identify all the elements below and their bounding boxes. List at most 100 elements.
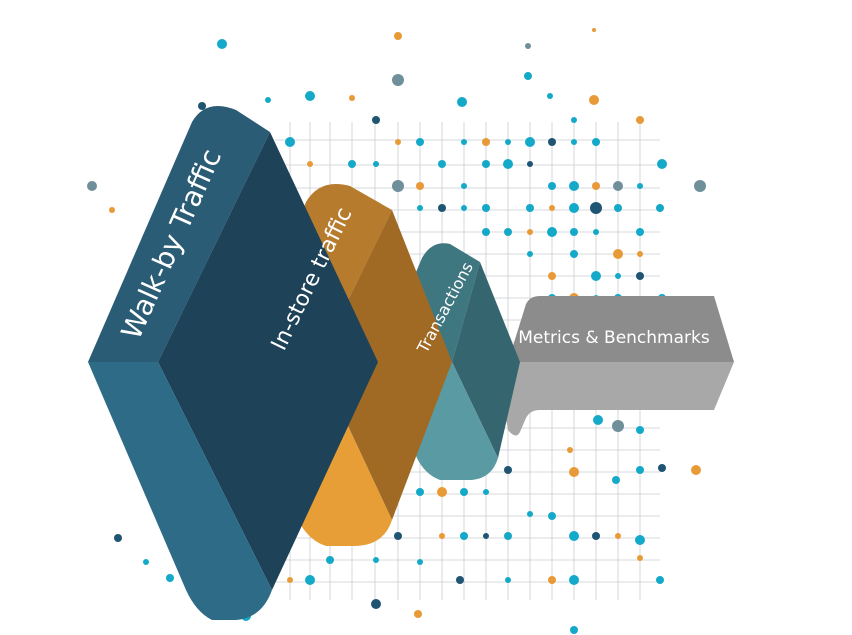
decorative-dot (349, 95, 355, 101)
decorative-dot (635, 535, 645, 545)
decorative-dot (482, 228, 490, 236)
decorative-dot (593, 229, 599, 235)
decorative-dot (305, 91, 315, 101)
decorative-dot (592, 532, 600, 540)
decorative-dot (461, 205, 467, 211)
decorative-dot (348, 160, 356, 168)
stage4-label: Metrics & Benchmarks (518, 328, 710, 348)
stage2-side-face (318, 210, 452, 520)
decorative-dot (527, 511, 533, 517)
decorative-dot (569, 531, 579, 541)
decorative-dot (571, 139, 577, 145)
decorative-dot (569, 575, 579, 585)
decorative-dot (613, 249, 623, 259)
decorative-dot (570, 228, 578, 236)
decorative-dot (570, 626, 578, 634)
stage-walk-by-traffic (88, 106, 378, 620)
decorative-dot (505, 139, 511, 145)
stage1-top-face (88, 106, 270, 362)
decorative-dot (482, 204, 490, 212)
decorative-dot (326, 556, 334, 564)
decorative-dot (547, 227, 557, 237)
decorative-dot (569, 181, 579, 191)
decorative-dot (527, 229, 533, 235)
decorative-dot (461, 183, 467, 189)
decorative-dot (416, 182, 424, 190)
decorative-dot (504, 228, 512, 236)
decorative-dot (548, 182, 556, 190)
decorative-dot (416, 488, 424, 496)
decorative-dot (504, 466, 512, 474)
decorative-dot (482, 160, 490, 168)
decorative-dot (305, 575, 315, 585)
decorative-dot (483, 489, 489, 495)
decorative-dot (637, 555, 643, 561)
stage1-side-face (158, 132, 378, 590)
decorative-dot (636, 228, 644, 236)
decorative-dot (593, 415, 603, 425)
decorative-dot (461, 139, 467, 145)
decorative-dot (612, 476, 620, 484)
decorative-dot (656, 204, 664, 212)
decorative-dot (548, 576, 556, 584)
stage-metrics-benchmarks (498, 296, 734, 436)
decorative-dot (505, 577, 511, 583)
decorative-dot (87, 181, 97, 191)
decorative-dot (394, 32, 402, 40)
stage4-top-face (508, 296, 734, 362)
decorative-dot (373, 161, 379, 167)
decorative-dot (287, 577, 293, 583)
decorative-dot (437, 487, 447, 497)
decorative-dot (285, 137, 295, 147)
decorative-dot (525, 137, 535, 147)
decorative-dot (265, 97, 271, 103)
decorative-dot (592, 28, 596, 32)
decorative-dot (460, 532, 468, 540)
decorative-dot (392, 180, 404, 192)
decorative-dot (371, 599, 381, 609)
decorative-dot (395, 139, 401, 145)
decorative-dot (548, 272, 556, 280)
decorative-dot (417, 559, 423, 565)
decorative-dot (591, 271, 601, 281)
decorative-dot (394, 532, 402, 540)
decorative-dot (694, 180, 706, 192)
decorative-dot (657, 159, 667, 169)
decorative-dot (615, 273, 621, 279)
decorative-dot (114, 534, 122, 542)
decorative-dot (198, 102, 206, 110)
decorative-dot (373, 557, 379, 563)
decorative-dot (589, 95, 599, 105)
decorative-dot (438, 160, 446, 168)
decorative-dot (217, 39, 227, 49)
decorative-dot (460, 488, 468, 496)
decorative-dot (636, 426, 644, 434)
decorative-dot (615, 533, 621, 539)
decorative-dot (414, 610, 422, 618)
decorative-dot (612, 420, 624, 432)
stage1-bottom-face (88, 362, 272, 620)
decorative-dot (637, 183, 643, 189)
decorative-dot (636, 116, 644, 124)
decorative-dot (483, 533, 489, 539)
decorative-dot (439, 533, 445, 539)
decorative-dot (527, 251, 533, 257)
decorative-dot (636, 466, 644, 474)
decorative-dot (656, 576, 664, 584)
decorative-dot (614, 204, 622, 212)
decorative-dot (372, 116, 380, 124)
decorative-dot (527, 161, 533, 167)
decorative-dot (548, 138, 556, 146)
decorative-dot (504, 532, 512, 540)
decorative-dot (547, 93, 553, 99)
decorative-dot (613, 181, 623, 191)
decorative-dot (592, 138, 600, 146)
decorative-dot (457, 97, 467, 107)
decorative-dot (456, 576, 464, 584)
decorative-dot (571, 117, 577, 123)
decorative-dot (569, 203, 579, 213)
decorative-dot (548, 512, 556, 520)
decorative-dot (691, 465, 701, 475)
stage3-side-face (452, 262, 520, 458)
